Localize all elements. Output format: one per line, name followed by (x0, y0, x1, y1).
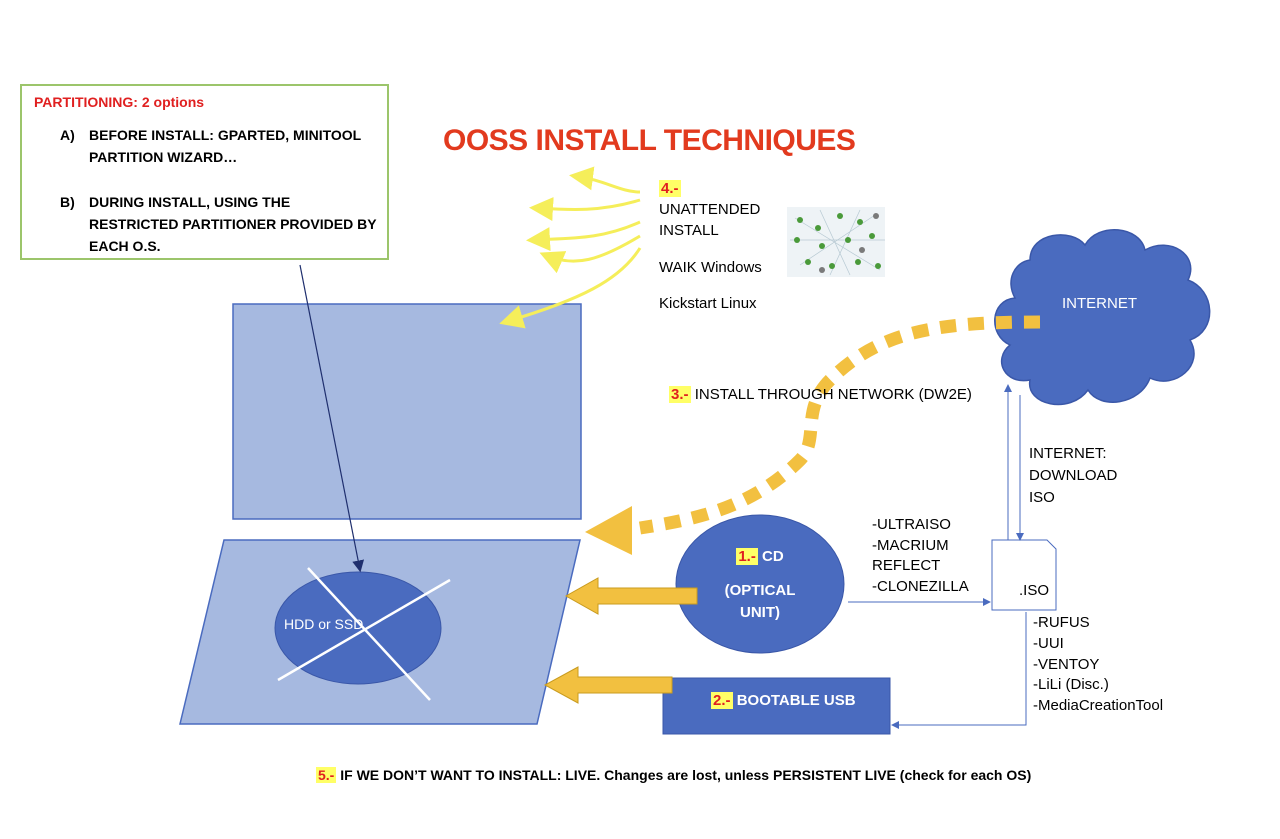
usb-to-laptop-arrow (543, 666, 673, 704)
download-iso-label: INTERNET: DOWNLOAD ISO (1029, 443, 1117, 509)
unattended-arrow-4 (539, 234, 641, 274)
live-label-text: IF WE DON’T WANT TO INSTALL: LIVE. Chang… (340, 767, 1032, 783)
partitioning-item-b-text: DURING INSTALL, USING THE RESTRICTED PAR… (89, 194, 377, 254)
waik-windows-label: WAIK Windows (659, 259, 762, 276)
iso-to-usb-line (891, 612, 1027, 729)
disk-cross-line-2 (277, 578, 451, 682)
cd-number: 1.- (736, 548, 758, 565)
partitioning-heading: PARTITIONING: 2 options (34, 94, 205, 110)
usb-number: 2.- (711, 692, 733, 709)
unattended-arrow-5 (499, 247, 642, 329)
iso-document (991, 539, 1057, 611)
unattended-number: 4.- (659, 180, 681, 197)
usb-tool: -VENTOY (1033, 655, 1100, 673)
internet-cloud (994, 229, 1211, 406)
usb-tool: -LiLi (Disc.) (1033, 676, 1109, 694)
cd-circle (675, 514, 845, 654)
disk-label: HDD or SSD (284, 616, 364, 632)
cd-line2: (OPTICAL (724, 582, 796, 599)
unattended-arrow-3 (526, 220, 641, 252)
laptop-screen (232, 303, 582, 520)
usb-label: 2.- BOOTABLE USB (711, 692, 856, 709)
unattended-arrow-2 (529, 197, 641, 222)
usb-tools-list: -RUFUS -UUI -VENTOY -LiLi (Disc.) -Media… (1033, 613, 1163, 717)
usb-label-text: BOOTABLE USB (736, 692, 856, 709)
unattended-arrow-1 (569, 166, 641, 194)
partition-arrow (299, 264, 365, 573)
live-note: 5.- IF WE DON’T WANT TO INSTALL: LIVE. C… (316, 767, 1031, 783)
usb-tool: -RUFUS (1033, 614, 1090, 631)
cd-line3: UNIT) (740, 604, 780, 621)
unattended-block: 4.- UNATTENDED INSTALL (659, 178, 760, 241)
usb-tool: -UUI (1033, 634, 1064, 652)
iso-tool: -CLONEZILLA (872, 577, 969, 595)
usb-box (662, 677, 891, 735)
download-line2: DOWNLOAD (1029, 467, 1118, 484)
network-install-label: 3.- INSTALL THROUGH NETWORK (DW2E) (669, 384, 972, 405)
iso-tool: -ULTRAISO (872, 516, 951, 533)
unattended-line1: UNATTENDED (659, 201, 761, 218)
network-arrowhead (585, 506, 632, 555)
iso-label: .ISO (1019, 582, 1050, 599)
page-title: OOSS INSTALL TECHNIQUES (443, 124, 856, 157)
download-line3: ISO (1029, 489, 1055, 506)
iso-tool: -MACRIUM (872, 536, 949, 554)
download-line1: INTERNET: (1029, 445, 1107, 462)
cd-label-text: CD (762, 548, 784, 565)
iso-tools-list: -ULTRAISO -MACRIUM REFLECT -CLONEZILLA (872, 515, 969, 597)
iso-tool: REFLECT (872, 557, 941, 574)
kickstart-linux-label: Kickstart Linux (659, 295, 757, 312)
partitioning-item-b-letter: B) (60, 194, 75, 210)
partitioning-item-a-letter: A) (60, 127, 75, 143)
cd-label: 1.- CD (OPTICAL UNIT) (700, 546, 820, 624)
network-dashed-curve (638, 315, 1041, 535)
internet-cloud-label: INTERNET (1062, 295, 1137, 312)
disk-cross-line-1 (307, 567, 431, 701)
live-number: 5.- (316, 767, 337, 783)
partitioning-box: PARTITIONING: 2 options A) BEFORE INSTAL… (20, 84, 389, 260)
network-clipart-image (787, 207, 885, 277)
usb-tool: -MediaCreationTool (1033, 697, 1164, 715)
cd-to-laptop-arrow (564, 577, 698, 615)
partitioning-item-a-text: BEFORE INSTALL: GPARTED, MINITOOL PARTIT… (89, 127, 361, 165)
network-label-text: INSTALL THROUGH NETWORK (DW2E) (694, 386, 972, 403)
network-number: 3.- (669, 386, 691, 403)
unattended-line2: INSTALL (659, 222, 719, 239)
